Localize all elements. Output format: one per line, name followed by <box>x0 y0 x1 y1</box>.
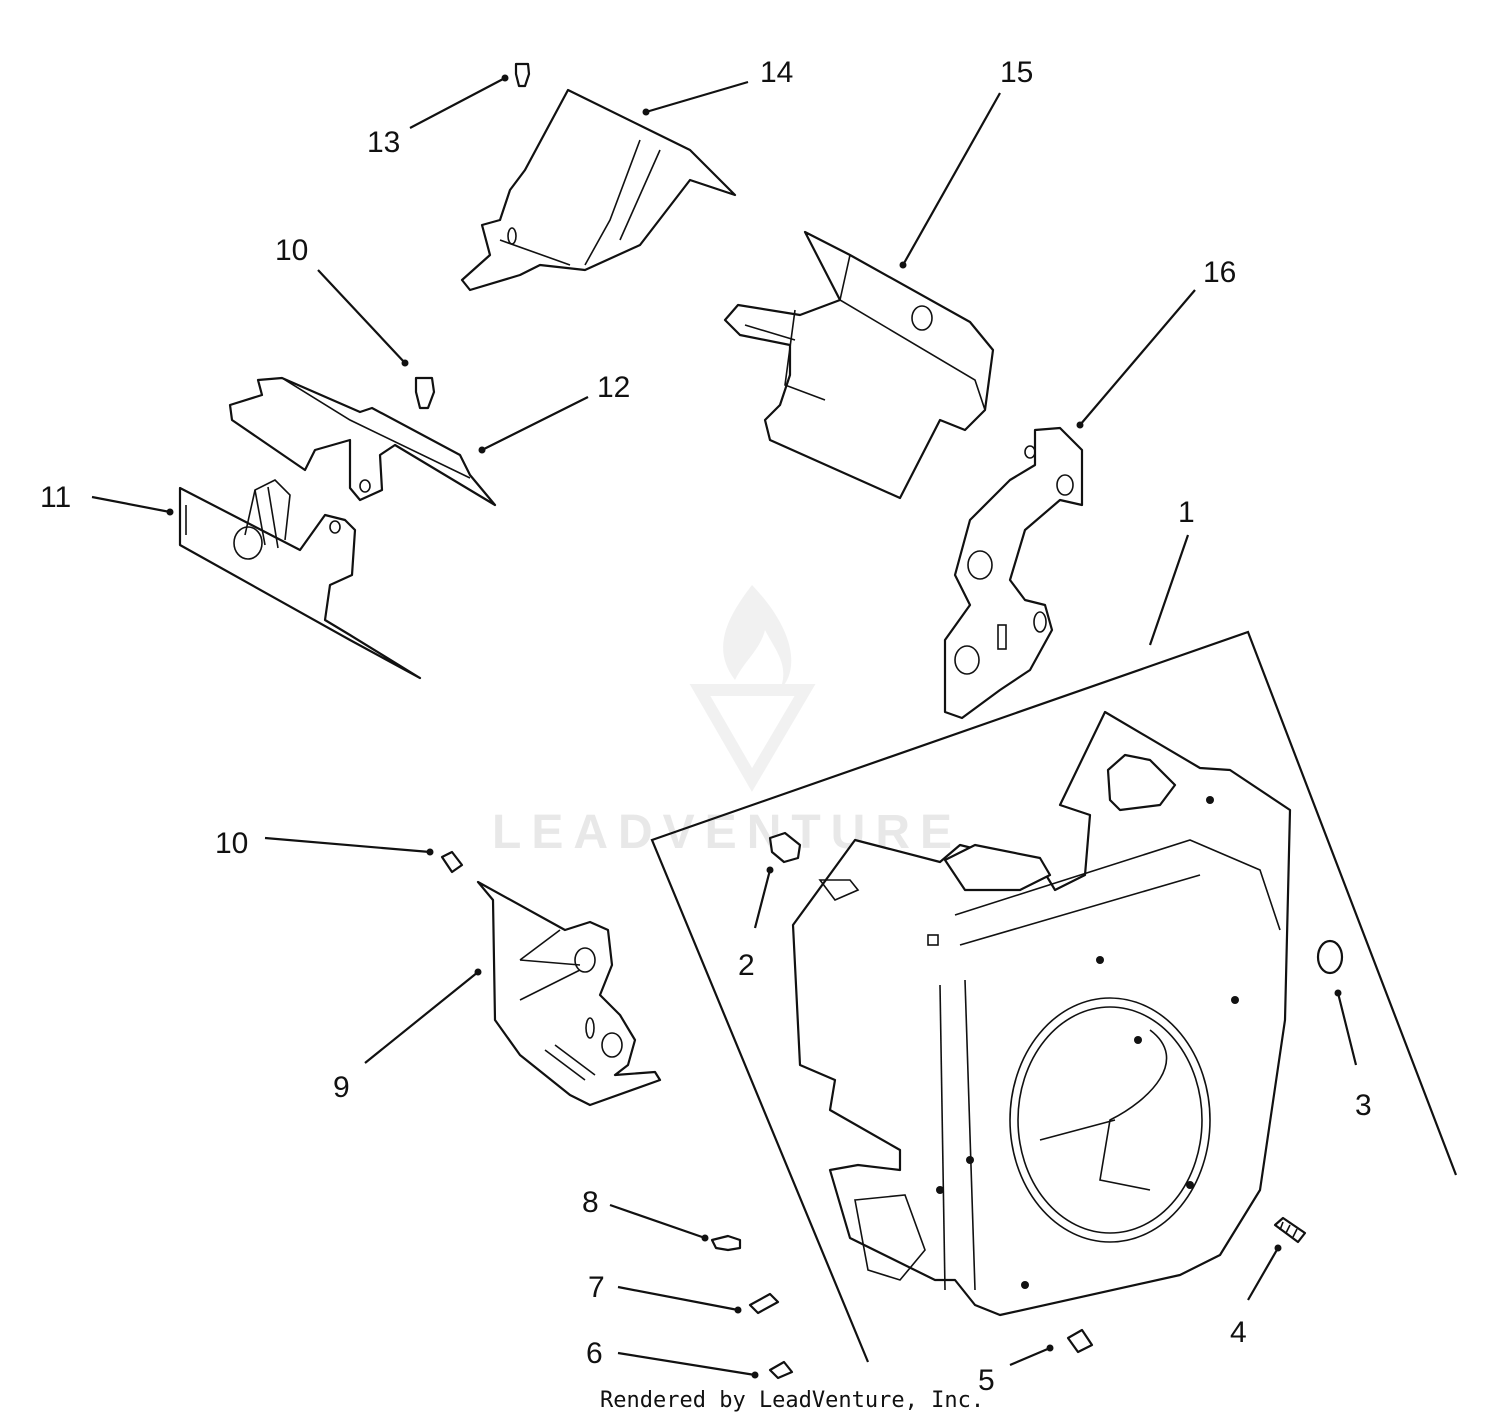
callout-2: 2 <box>738 949 755 982</box>
part-5-nut <box>1066 1328 1094 1354</box>
part-10-screw-lower <box>440 850 464 874</box>
callout-13: 13 <box>367 126 400 159</box>
callout-labels: 1 2 3 4 5 6 7 8 9 10 10 11 12 13 14 15 1… <box>40 56 1372 1397</box>
callout-12: 12 <box>597 371 630 404</box>
callout-3: 3 <box>1355 1089 1372 1122</box>
watermark: LEADVENTURE <box>492 585 952 859</box>
part-9-bracket <box>476 880 662 1107</box>
callout-9: 9 <box>333 1071 350 1104</box>
callout-11: 11 <box>40 481 71 514</box>
callout-16: 16 <box>1203 256 1236 289</box>
part-2-clip <box>768 831 802 864</box>
callout-6: 6 <box>586 1337 603 1370</box>
callout-7: 7 <box>588 1271 605 1304</box>
part-1-blower-housing <box>791 710 1292 1317</box>
part-14-shroud <box>460 88 737 292</box>
part-11-shroud <box>178 479 422 680</box>
part-15-shroud <box>723 230 995 500</box>
callout-1: 1 <box>1178 496 1195 529</box>
footer-credit: Rendered by LeadVenture, Inc. <box>600 1388 984 1413</box>
callout-10-lower: 10 <box>215 827 248 860</box>
assembly-outline <box>650 630 1458 1363</box>
callout-8: 8 <box>582 1186 599 1219</box>
callout-10-upper: 10 <box>275 234 308 267</box>
leader-lines <box>91 74 1358 1379</box>
part-12-shroud <box>228 376 497 507</box>
part-4-screw <box>1273 1216 1307 1244</box>
part-10-screw-upper <box>414 376 436 410</box>
part-6-screw <box>768 1360 794 1380</box>
callout-15: 15 <box>1000 56 1033 89</box>
part-13-screw <box>514 62 531 88</box>
part-16-bracket <box>943 426 1084 720</box>
callout-5: 5 <box>978 1364 995 1397</box>
callout-4: 4 <box>1230 1316 1247 1349</box>
callout-14: 14 <box>760 56 793 89</box>
part-7-screw <box>748 1292 780 1315</box>
part-8-stud <box>710 1234 742 1252</box>
part-3-washer <box>1316 939 1344 975</box>
flame-logo-icon <box>689 585 816 792</box>
